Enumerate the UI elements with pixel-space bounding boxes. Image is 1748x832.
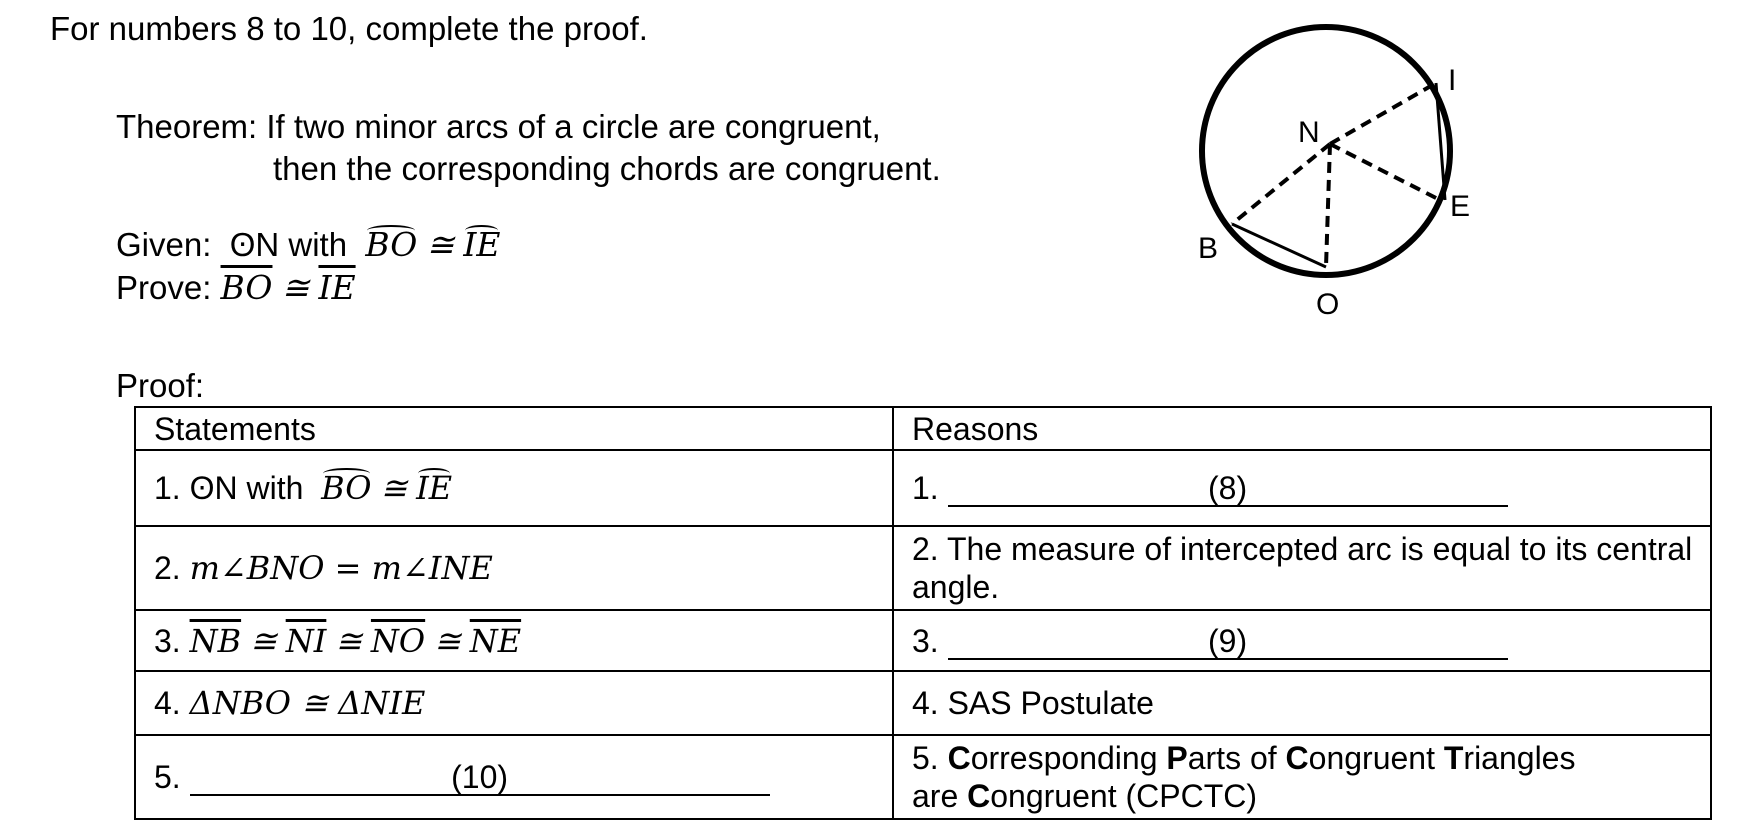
- circle-diagram: N I E B O: [1198, 24, 1470, 320]
- header-reasons: Reasons: [892, 406, 1712, 451]
- reason-5-t4: riangles: [1463, 740, 1576, 776]
- statement-1: 1. ʘN with BO ≅ IE: [134, 449, 894, 527]
- radius-ni: [1329, 81, 1437, 146]
- blank-9-label: (9): [1208, 622, 1248, 659]
- header-statements: Statements: [134, 406, 894, 451]
- given-arc-bo: BO: [365, 225, 418, 264]
- table-row: 4. ΔNBO ≅ ΔNIE 4. SAS Postulate: [134, 670, 1712, 736]
- reason-5-t1: orresponding: [970, 740, 1167, 776]
- answer-blank-8[interactable]: (8): [947, 470, 1508, 507]
- reason-5-num: 5.: [912, 740, 948, 776]
- proof-label: Proof:: [116, 367, 205, 404]
- blank-10-label: (10): [451, 759, 509, 795]
- chord-bo: [1231, 222, 1327, 269]
- label-n: N: [1298, 116, 1320, 149]
- reason-3: 3. (9): [892, 609, 1712, 672]
- statement-1-arc-bo: BO: [321, 468, 372, 507]
- radius-nb: [1230, 142, 1332, 226]
- statement-3: 3. NB ≅ NI ≅ NO ≅ NE: [134, 609, 894, 672]
- statement-2-num: 2.: [154, 550, 181, 586]
- label-o: O: [1316, 288, 1339, 320]
- reason-5-t: T: [1443, 740, 1464, 776]
- reason-5-t2: arts of: [1187, 740, 1286, 776]
- radius-ne: [1329, 142, 1439, 201]
- given-line: Given: ʘN with BO ≅ IE: [116, 225, 501, 264]
- label-e: E: [1450, 190, 1470, 223]
- chord-ie: [1434, 82, 1447, 201]
- reason-5-t3: ongruent: [1308, 740, 1444, 776]
- theorem-text-1: If two minor arcs of a circle are congru…: [266, 108, 881, 145]
- prove-line: Prove: BO ≅ IE: [116, 269, 356, 307]
- answer-blank-10[interactable]: (10): [189, 759, 770, 796]
- reason-5-c3: C: [967, 778, 991, 814]
- statement-3-seg-ni: NI: [285, 621, 327, 660]
- theorem-line1: Theorem: If two minor arcs of a circle a…: [116, 108, 881, 146]
- radius-no: [1324, 143, 1332, 268]
- circle-n: [1199, 24, 1453, 278]
- reason-5-c1: C: [947, 740, 971, 776]
- given-label: Given:: [116, 226, 212, 263]
- reason-5-t5: are: [912, 778, 968, 814]
- table-row: 5. (10) 5. Corresponding Parts of Congru…: [134, 734, 1712, 820]
- reason-1-num: 1.: [912, 470, 939, 506]
- statement-4-num: 4.: [154, 685, 181, 721]
- statement-3-num: 3.: [154, 622, 181, 659]
- given-circle: ʘN with: [229, 226, 348, 263]
- reason-5: 5. Corresponding Parts of Congruent Tria…: [892, 734, 1712, 820]
- statement-1-num: 1.: [154, 470, 181, 506]
- table-row: 2. m∠BNO = m∠INE 2. The measure of inter…: [134, 525, 1712, 611]
- statement-5: 5. (10): [134, 734, 894, 820]
- label-b: B: [1198, 232, 1218, 265]
- instruction-text: For numbers 8 to 10, complete the proof.: [50, 10, 648, 47]
- proof-table: Statements Reasons 1. ʘN with BO ≅ IE 1.…: [134, 406, 1712, 820]
- prove-seg-ie: IE: [318, 268, 356, 307]
- reason-3-num: 3.: [912, 622, 939, 659]
- statement-2-text: m∠BNO = m∠INE: [189, 549, 493, 587]
- theorem-line2: then the corresponding chords are congru…: [273, 150, 941, 187]
- statement-5-num: 5.: [154, 759, 181, 795]
- statement-1-text: ʘN with: [189, 470, 304, 506]
- given-congruent: ≅: [426, 225, 455, 264]
- prove-label: Prove:: [116, 269, 212, 306]
- statement-3-rel-2: ≅: [335, 621, 363, 660]
- statement-3-seg-ne: NE: [469, 621, 522, 660]
- reason-5-c2: C: [1285, 740, 1309, 776]
- statement-1-arc-ie: IE: [416, 468, 453, 507]
- statement-2: 2. m∠BNO = m∠INE: [134, 525, 894, 611]
- prove-congruent: ≅: [281, 268, 310, 307]
- table-row: 1. ʘN with BO ≅ IE 1. (8): [134, 449, 1712, 527]
- reason-4: 4. SAS Postulate: [892, 670, 1712, 736]
- statement-3-seg-no: NO: [370, 621, 426, 660]
- answer-blank-9[interactable]: (9): [947, 622, 1508, 660]
- reason-5-t6: ongruent (CPCTC): [990, 778, 1257, 814]
- table-row: 3. NB ≅ NI ≅ NO ≅ NE 3. (9): [134, 609, 1712, 672]
- label-i: I: [1448, 64, 1456, 97]
- statement-3-rel-3: ≅: [434, 621, 461, 660]
- blank-8-label: (8): [1208, 470, 1248, 506]
- theorem-label: Theorem:: [116, 108, 258, 145]
- table-header-row: Statements Reasons: [134, 406, 1712, 451]
- reason-1: 1. (8): [892, 449, 1712, 527]
- statement-3-rel-1: ≅: [249, 621, 277, 660]
- given-arc-ie: IE: [463, 225, 501, 264]
- reason-5-p: P: [1166, 740, 1188, 776]
- statement-4: 4. ΔNBO ≅ ΔNIE: [134, 670, 894, 736]
- statement-3-seg-nb: NB: [189, 621, 242, 660]
- statement-1-congruent: ≅: [380, 469, 408, 507]
- reason-2: 2. The measure of intercepted arc is equ…: [892, 525, 1712, 611]
- prove-seg-bo: BO: [220, 268, 273, 307]
- statement-4-text: ΔNBO ≅ ΔNIE: [189, 684, 426, 722]
